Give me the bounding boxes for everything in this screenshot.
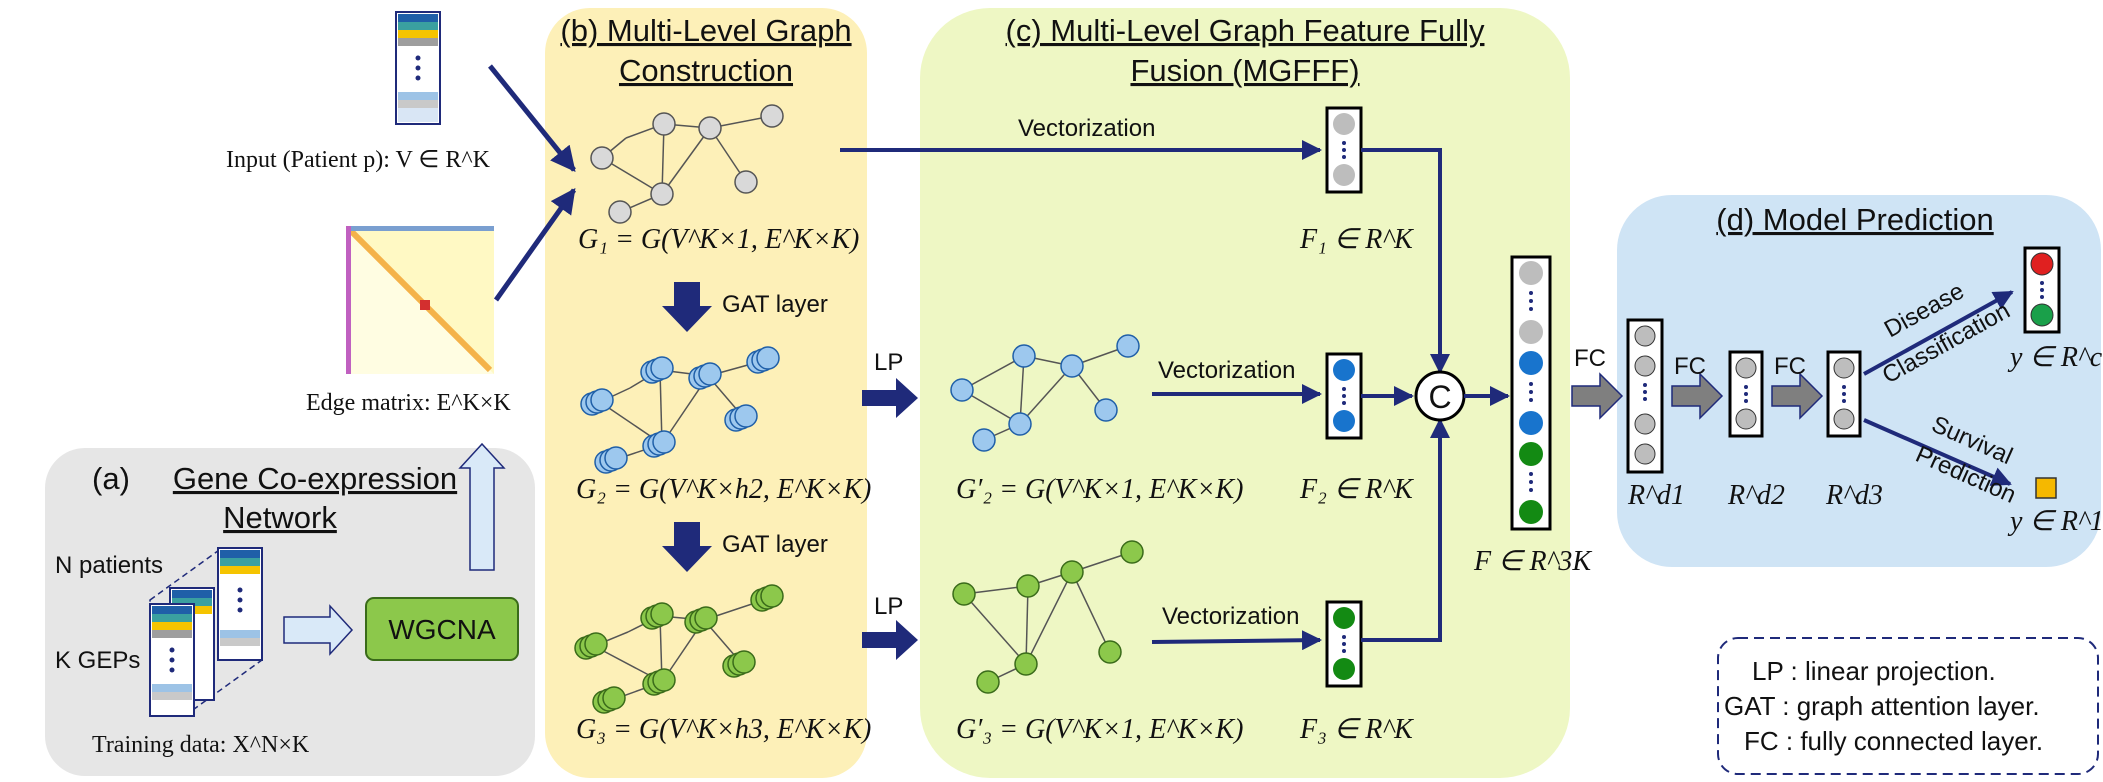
gat-arrow-1: [662, 282, 712, 332]
edge-matrix-heatmap: [346, 226, 494, 374]
legend-box: [1717, 637, 2099, 775]
panel-b-background: [545, 8, 867, 778]
fc-arrow-2: [1671, 372, 1724, 420]
legend-gat: GAT : graph attention layer.: [1724, 691, 2040, 721]
legend-fc: FC : fully connected layer.: [1744, 726, 2043, 756]
f2-label: F₂ ∈ R^K: [1299, 474, 1414, 505]
gat-label-1: GAT layer: [722, 291, 828, 318]
g1-label: G₁ = G(V^K×1, E^K×K): [578, 224, 859, 255]
lp-arrow-1: [862, 378, 918, 418]
lp-arrow-2: [862, 620, 918, 660]
training-data-label: Training data: X^N×K: [92, 732, 310, 758]
rd3-label: R^d3: [1825, 480, 1883, 511]
fc-arrow-1: [1571, 372, 1624, 420]
panel-b-title: Construction: [619, 53, 793, 88]
graph-g1: [590, 104, 784, 224]
g2-prime-label: G′₂ = G(V^K×1, E^K×K): [956, 474, 1244, 505]
panel-c-title: (c) Multi-Level Graph Feature Fully: [1006, 13, 1485, 48]
classification-output-vector: [2023, 246, 2061, 334]
concat-label: C: [1428, 379, 1451, 415]
feature-vector-f3: [1325, 600, 1363, 688]
panel-a-title: Gene Co-expression: [173, 461, 457, 496]
g3-prime-label: G′₃ = G(V^K×1, E^K×K): [956, 714, 1244, 745]
panel-b-title: (b) Multi-Level Graph: [560, 13, 851, 48]
fc-label-2: FC: [1674, 353, 1706, 380]
f1-to-concat-line: [1361, 148, 1450, 374]
lp-label-2: LP: [874, 593, 903, 620]
graph-g3-prime: [952, 540, 1144, 694]
panel-c-title: Fusion (MGFFF): [1130, 53, 1359, 88]
feature-vector-f1: [1325, 106, 1363, 194]
fc-label-3: FC: [1774, 353, 1806, 380]
vectorization-arrow-3: [1151, 630, 1322, 651]
training-data-stack: [149, 547, 263, 717]
vectorization-label-3: Vectorization: [1162, 603, 1299, 630]
vectorization-label-1: Vectorization: [1018, 115, 1155, 142]
fused-feature-vector: [1510, 255, 1552, 531]
panel-a-letter: (a): [92, 461, 130, 496]
legend-lp: LP : linear projection.: [1752, 656, 1996, 686]
graph-g3: [574, 584, 784, 714]
rd1-label: R^d1: [1627, 480, 1685, 511]
f3-to-concat-line: [1361, 418, 1450, 642]
rd2-label: R^d2: [1727, 480, 1785, 511]
panel-a-title: Network: [223, 500, 337, 535]
layer-rd3: [1826, 350, 1862, 438]
g2-label: G₂ = G(V^K×h2, E^K×K): [576, 474, 871, 505]
wgcna-label: WGCNA: [388, 614, 496, 645]
edge-matrix-label: Edge matrix: E^K×K: [306, 390, 511, 416]
survival-arrow: [1863, 418, 2012, 486]
f1-label: F₁ ∈ R^K: [1299, 224, 1414, 255]
graph-g2-prime: [950, 334, 1140, 452]
lp-label-1: LP: [874, 349, 903, 376]
input-to-g1-arrow: [488, 64, 576, 172]
layer-rd1: [1626, 318, 1664, 474]
edge-to-g1-arrow: [493, 187, 577, 302]
wgcna-to-edge-arrow: [458, 442, 506, 571]
g3-label: G₃ = G(V^K×h3, E^K×K): [576, 714, 871, 745]
graph-g2: [580, 346, 780, 474]
feature-vector-f2: [1325, 352, 1363, 440]
f-label: F ∈ R^3K: [1473, 546, 1592, 577]
input-label: Input (Patient p): V ∈ R^K: [226, 147, 491, 173]
input-patient-vector: [395, 11, 441, 125]
layer-rd2: [1728, 350, 1764, 438]
y1-label: y ∈ R^1: [2007, 506, 2103, 537]
wgcna-box: [365, 597, 519, 661]
vectorization-label-2: Vectorization: [1158, 357, 1295, 384]
stack-to-wgcna-arrow: [283, 604, 354, 656]
fc-label-1: FC: [1574, 345, 1606, 372]
gat-label-2: GAT layer: [722, 531, 828, 558]
f3-label: F₃ ∈ R^K: [1299, 714, 1414, 745]
classification-arrow: [1863, 290, 2014, 376]
k-geps-label: K GEPs: [55, 647, 140, 674]
yc-label: y ∈ R^c: [2007, 342, 2103, 373]
fc-arrow-3: [1771, 372, 1824, 420]
n-patients-label: N patients: [55, 552, 163, 579]
panel-d-title: (d) Model Prediction: [1716, 202, 1993, 237]
survival-output: [2035, 477, 2057, 499]
gat-arrow-2: [662, 522, 712, 572]
